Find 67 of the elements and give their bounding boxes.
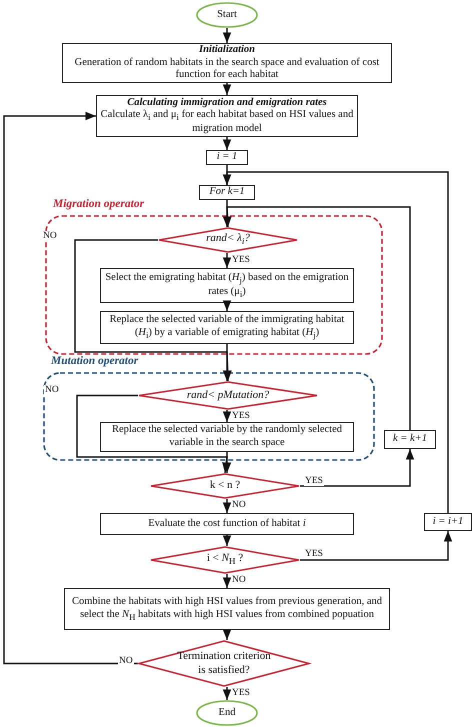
arrow	[300, 449, 414, 487]
process-box	[206, 150, 248, 165]
arrow	[222, 253, 232, 268]
node-label: Calculate λ$_{i}$ and μ$_{i}$ for each habitat based on HSI values and migration model	[100, 109, 354, 136]
box-heading: Calculating immigration and emigration rates	[127, 96, 327, 110]
decision-diamond	[158, 227, 298, 253]
node-label: Termination criterion is satisfied?	[176, 650, 272, 677]
arrow	[222, 687, 232, 700]
node-label: rand< λ$_{i}$?	[206, 232, 250, 248]
node-label: i < N$_{H}$ ?	[206, 552, 244, 568]
node-label: k = k+1	[393, 433, 427, 446]
node-label: i = i+1	[432, 516, 464, 528]
arrow	[222, 535, 232, 546]
node-label: End	[218, 706, 236, 720]
edge-label: YES	[231, 411, 251, 422]
edge-label: NO	[118, 656, 134, 666]
arrow	[222, 630, 232, 640]
decision-diamond	[138, 381, 318, 410]
node-label: Replace the selected variable of the immigrating habitat (H$_{i}$) by a variable of emigrating habitat (H$_{j}$)	[108, 314, 346, 341]
node-label: Replace the selected variable by the randomly selected variable in the search space	[110, 424, 344, 450]
decision-diamond	[138, 640, 310, 687]
arrow	[222, 300, 232, 311]
node-label: k < n ?	[210, 479, 240, 493]
decision-diamond	[150, 546, 300, 574]
node-label: rand< pMutation?	[186, 388, 270, 402]
arrow	[76, 394, 230, 474]
process-box	[384, 430, 436, 449]
edge-label: YES	[304, 549, 324, 560]
edge-label: YES	[231, 255, 251, 266]
edge-label: YES	[231, 688, 251, 698]
node-label: Generation of random habitats in the search space and evaluation of cost function for each habitat	[74, 56, 380, 82]
decision-diamond	[150, 473, 300, 499]
process-box	[64, 588, 390, 630]
node-label: Combine the habitats with high HSI values from previous generation, and select the N$_{H}$ habitats with high HSI values from combined popuation	[71, 596, 383, 622]
edge-label: NO	[231, 575, 247, 586]
edge-label: YES	[304, 476, 324, 486]
node-label: Select the emigrating habitat (H$_{j}$) based on the emigration rates (μ$_{i}$)	[104, 272, 350, 300]
edge-label: NO	[44, 385, 60, 396]
process-box	[96, 95, 358, 137]
process-box	[199, 185, 255, 200]
arrow	[222, 28, 232, 43]
arrow	[74, 239, 232, 382]
arrow	[222, 499, 232, 513]
group-heading: Migration operator	[53, 198, 144, 210]
process-box	[100, 311, 354, 344]
terminal-ellipse	[196, 2, 258, 28]
process-box	[62, 43, 392, 83]
arrow	[223, 206, 411, 430]
arrow	[222, 410, 232, 422]
node-label: Start	[217, 8, 237, 22]
arrow	[3, 112, 138, 664]
arrow	[222, 171, 449, 513]
edge-label: NO	[231, 500, 247, 510]
edge-label: NO	[42, 231, 58, 242]
arrow	[222, 137, 232, 150]
arrow	[300, 531, 452, 561]
terminal-ellipse	[196, 700, 258, 726]
box-heading: Initialization	[198, 44, 256, 57]
process-box	[424, 513, 472, 531]
process-box	[100, 513, 354, 535]
group-heading: Mutation operator	[51, 355, 138, 367]
node-label: Evaluate the cost function of habitat i	[148, 518, 306, 530]
arrow	[222, 574, 232, 588]
arrow	[222, 83, 232, 95]
node-label: For k=1	[209, 186, 245, 199]
node-label: i = 1	[216, 151, 238, 164]
process-box	[100, 422, 354, 452]
